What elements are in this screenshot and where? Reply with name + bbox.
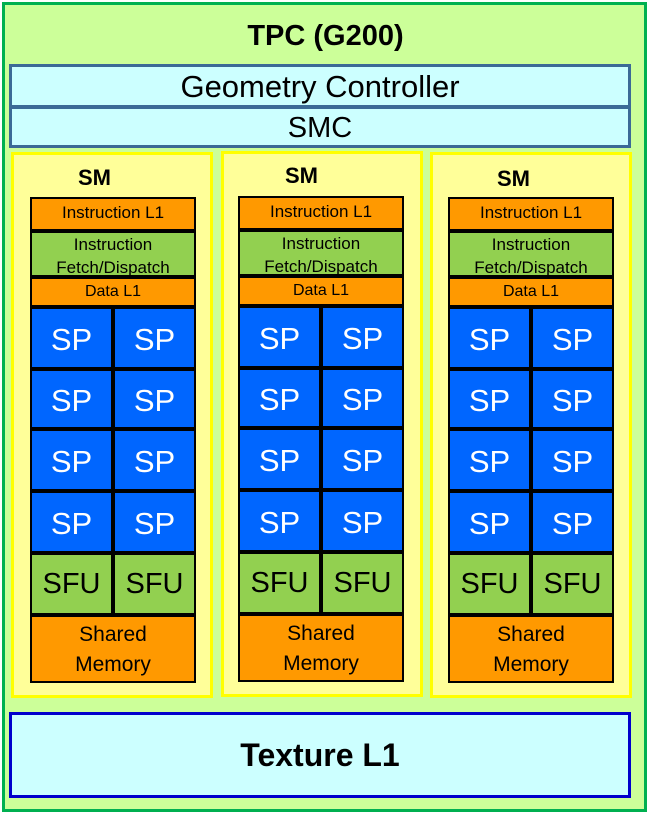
data-l1-block: Data L1 <box>238 276 404 306</box>
sfu-unit: SFU <box>113 553 196 615</box>
sp-unit: SP <box>531 307 614 369</box>
sfu-unit: SFU <box>30 553 113 615</box>
geometry-controller-block: Geometry Controller <box>9 64 631 108</box>
sp-unit: SP <box>30 307 113 369</box>
fetch-dispatch-line-1: Instruction <box>73 235 153 254</box>
smc-block: SMC <box>9 106 631 148</box>
sp-unit: SP <box>448 307 531 369</box>
sm-label: SM <box>497 166 530 191</box>
sp-unit: SP <box>321 428 404 490</box>
instruction-l1-block: Instruction L1 <box>30 197 196 231</box>
shared-memory-line-1: Shared <box>79 623 147 646</box>
sp-unit: SP <box>448 369 531 429</box>
shared-memory-line-2: Memory <box>75 653 151 676</box>
sp-unit: SP <box>113 491 196 553</box>
sp-unit: SP <box>531 369 614 429</box>
sfu-unit: SFU <box>448 553 531 615</box>
shared-memory-line-2: Memory <box>493 653 569 676</box>
shared-memory-line-2: Memory <box>283 652 359 675</box>
sp-unit: SP <box>448 429 531 491</box>
instruction-l1-block: Instruction L1 <box>238 196 404 230</box>
sm-label: SM <box>285 163 318 188</box>
sp-unit: SP <box>30 491 113 553</box>
sp-unit: SP <box>448 491 531 553</box>
sp-unit: SP <box>30 369 113 429</box>
sfu-unit: SFU <box>321 552 404 614</box>
fetch-dispatch-line-1: Instruction <box>491 235 571 254</box>
diagram-title: TPC (G200) <box>247 20 404 52</box>
sfu-unit: SFU <box>238 552 321 614</box>
shared-memory-line-1: Shared <box>497 623 565 646</box>
sp-unit: SP <box>531 491 614 553</box>
fetch-dispatch-line-1: Instruction <box>281 234 361 253</box>
sp-unit: SP <box>238 428 321 490</box>
fetch-dispatch-line-2: Fetch/Dispatch <box>56 258 170 277</box>
sp-unit: SP <box>321 490 404 552</box>
sp-unit: SP <box>321 368 404 428</box>
sp-unit: SP <box>321 306 404 368</box>
texture-l1-block: Texture L1 <box>9 712 631 798</box>
fetch-dispatch-line-2: Fetch/Dispatch <box>474 258 588 277</box>
sp-unit: SP <box>30 429 113 491</box>
sp-unit: SP <box>238 490 321 552</box>
instruction-l1-block: Instruction L1 <box>448 197 614 231</box>
shared-memory-line-1: Shared <box>287 622 355 645</box>
fetch-dispatch-line-2: Fetch/Dispatch <box>264 257 378 276</box>
sp-unit: SP <box>531 429 614 491</box>
sp-unit: SP <box>238 368 321 428</box>
sp-unit: SP <box>113 429 196 491</box>
data-l1-block: Data L1 <box>30 277 196 307</box>
data-l1-block: Data L1 <box>448 277 614 307</box>
sp-unit: SP <box>113 369 196 429</box>
sp-unit: SP <box>113 307 196 369</box>
sp-unit: SP <box>238 306 321 368</box>
sm-label: SM <box>78 165 111 190</box>
sfu-unit: SFU <box>531 553 614 615</box>
